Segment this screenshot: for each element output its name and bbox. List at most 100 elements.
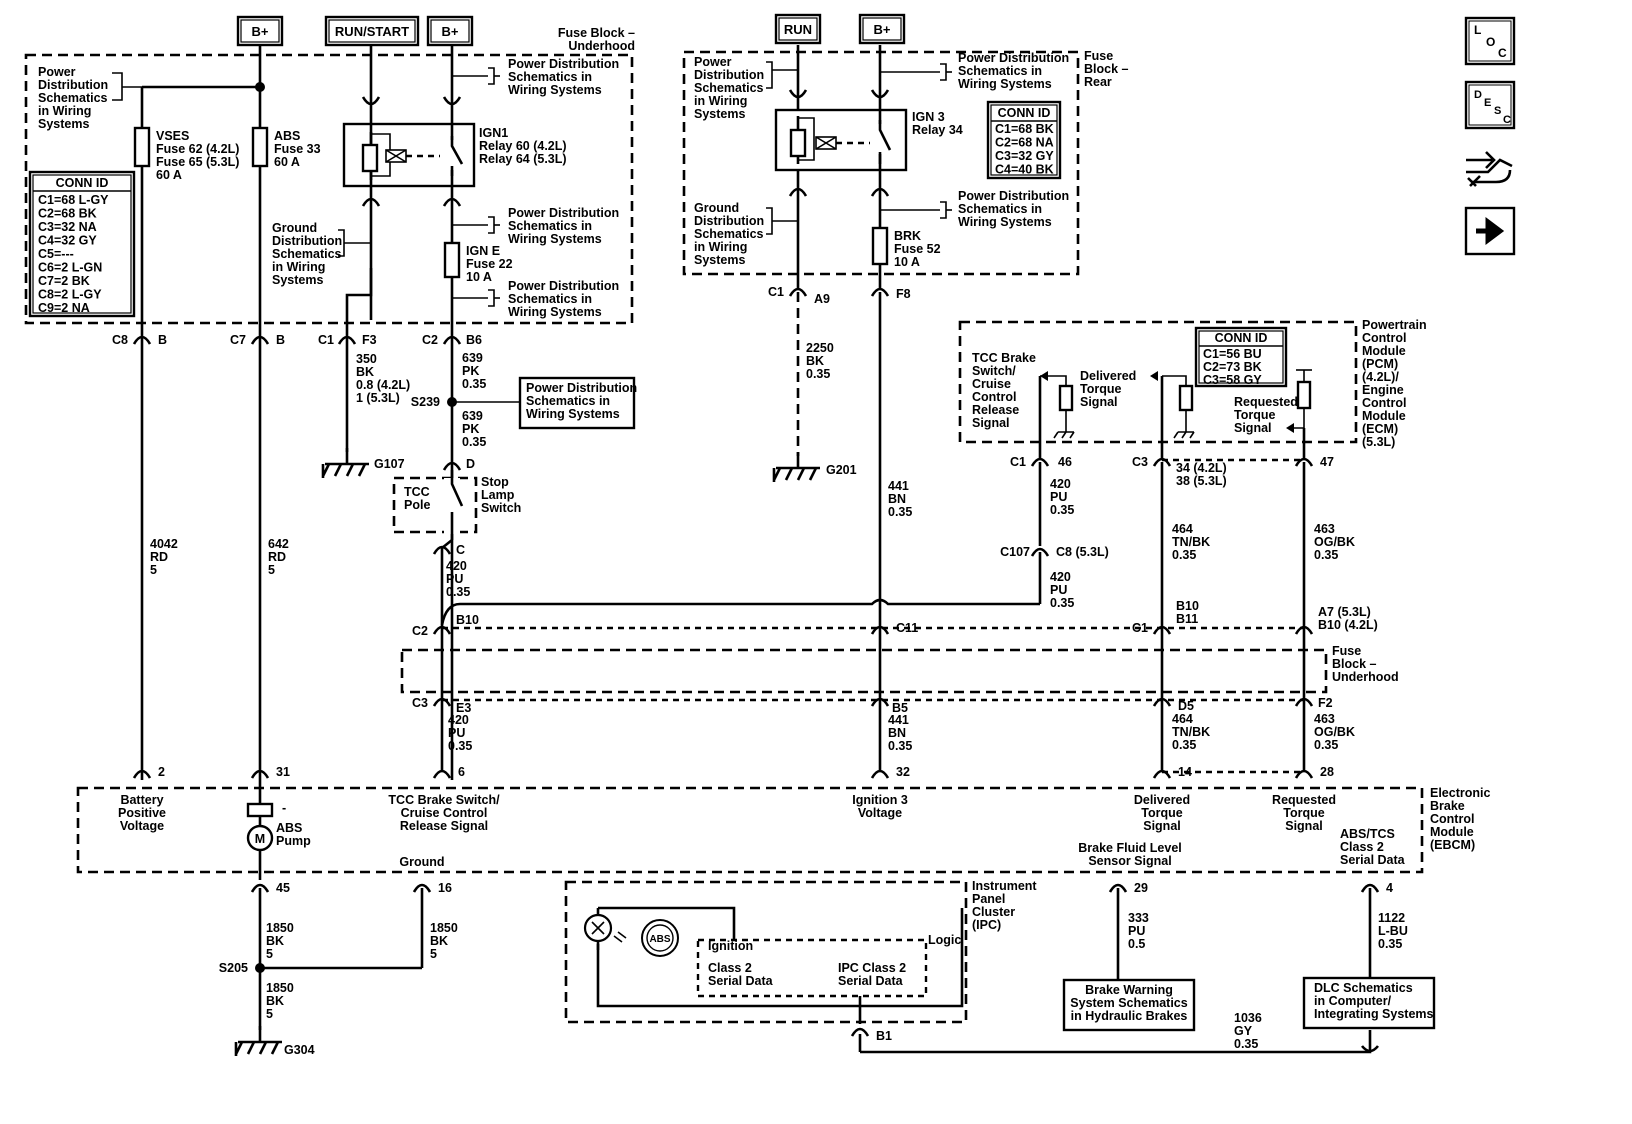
wire-path <box>488 216 495 234</box>
ign-e-fuse <box>443 241 461 279</box>
wire-path <box>591 921 605 935</box>
wire-path <box>613 931 627 943</box>
connector <box>361 96 381 106</box>
wire-path <box>766 207 773 235</box>
wrench-connector-icon[interactable] <box>1466 151 1513 187</box>
conn-label: C11 <box>896 621 918 635</box>
pd-schem-s239-box <box>518 376 636 430</box>
wire-path <box>940 201 947 219</box>
loc-icon-text: L <box>1474 23 1481 37</box>
brk-fuse <box>871 226 889 266</box>
conn-label: 45 <box>276 881 290 895</box>
loc-icon-text: C <box>1498 46 1507 60</box>
conn-label: B5 <box>892 701 908 715</box>
relay-switch <box>450 136 464 176</box>
conn-label: 46 <box>1058 455 1072 469</box>
connector <box>337 335 357 345</box>
connector <box>788 187 808 197</box>
brake-warning-box[interactable] <box>1062 978 1196 1032</box>
desc-icon-text: C <box>1503 114 1511 126</box>
wire-path <box>112 72 123 101</box>
connector <box>1108 883 1128 893</box>
conn-id-underhood <box>28 170 136 318</box>
ebcm-pin-label: 28 <box>1320 765 1334 779</box>
connector <box>870 287 890 297</box>
conn-label: C8 (5.3L) <box>1056 545 1109 559</box>
conn-label: A9 <box>814 292 830 306</box>
wire-path <box>596 908 964 1008</box>
conn-label: C7 <box>230 333 246 347</box>
fuse-block-underhood-mid <box>400 648 1328 694</box>
connector <box>1294 457 1314 467</box>
conn-label: F2 <box>1318 696 1333 710</box>
conn-label: C107 <box>1000 545 1030 559</box>
desc-icon[interactable] <box>1464 80 1516 130</box>
run-tag[interactable] <box>774 13 822 45</box>
connector <box>1152 457 1172 467</box>
bplus-tag-3[interactable] <box>858 13 906 45</box>
dlc-box[interactable] <box>1302 976 1436 1030</box>
ipc-logic-label: Logic <box>928 933 961 947</box>
connector <box>788 89 808 99</box>
wire-path <box>488 67 495 85</box>
connector <box>361 197 381 207</box>
bplus-tag-2[interactable] <box>426 15 474 47</box>
conn-id-title: CONN ID <box>56 176 109 190</box>
conn-id-title: CONN ID <box>1215 331 1268 345</box>
conn-label: B11 <box>1176 612 1198 626</box>
pcm-box <box>958 320 1358 444</box>
ebcm-pin-label: 14 <box>1178 765 1192 779</box>
conn-label: C1 <box>1132 621 1148 635</box>
ebcm-box <box>76 786 1424 874</box>
desc-icon-text: S <box>1494 105 1501 117</box>
bplus-tag-3-label: B+ <box>874 22 891 37</box>
connector <box>412 883 432 893</box>
conn-label: B10 <box>1176 599 1199 613</box>
connector <box>870 187 890 197</box>
wire-path <box>878 120 892 164</box>
wire-path <box>441 538 453 550</box>
conn-label: 47 <box>1320 455 1334 469</box>
conn-label: E3 <box>456 701 471 715</box>
g201-ground <box>772 466 820 482</box>
loc-icon[interactable] <box>1464 16 1516 66</box>
box <box>1058 384 1074 412</box>
fuse-block-underhood-box <box>24 53 634 325</box>
conn-label: C2 <box>422 333 438 347</box>
conn-label: C3 <box>412 696 428 710</box>
wire-path <box>1040 375 1067 386</box>
conn-label: C3 <box>1132 455 1148 469</box>
ipc-ignition-label: Ignition <box>708 939 753 953</box>
wire-path <box>815 136 837 150</box>
b-plus-junction <box>255 82 265 92</box>
loc-icon-text: O <box>1486 35 1495 49</box>
conn-label: 16 <box>438 881 452 895</box>
conn-label: D <box>466 457 475 471</box>
connector <box>870 697 890 707</box>
